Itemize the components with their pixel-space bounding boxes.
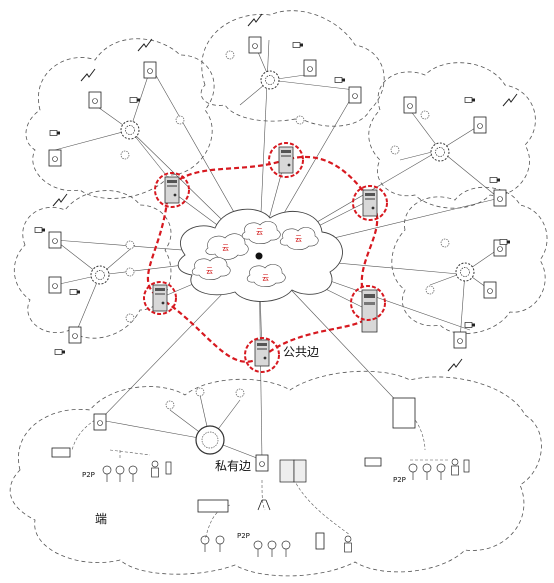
core-hub-dot: [255, 252, 263, 260]
cloud-labels: 云 云 云 云 云: [206, 228, 302, 282]
sub-clouds: [191, 221, 319, 287]
svg-text:云: 云: [256, 228, 263, 236]
public-edge-label: 公共边: [283, 345, 319, 359]
edge-server: [244, 337, 280, 373]
region-clouds: [9, 10, 548, 577]
region-cloud-left: [13, 190, 172, 339]
edge-server: [352, 185, 388, 221]
dashed-links: [71, 409, 450, 541]
edge-server: [154, 172, 190, 208]
edge-server: [268, 142, 304, 178]
edge-servers: [143, 142, 388, 373]
svg-text:云: 云: [222, 244, 229, 252]
region-cloud-top: [200, 10, 385, 127]
p2p-label-middle: P2P: [237, 532, 250, 540]
terminal-label: 端: [95, 512, 107, 526]
region-cloud-bottom: [9, 370, 542, 577]
region-hub-nodes: [90, 70, 475, 455]
terminal-devices: [51, 397, 470, 558]
edge-server: [350, 285, 386, 333]
svg-text:云: 云: [295, 235, 302, 243]
region-cloud-right-top: [368, 62, 536, 209]
svg-text:云: 云: [206, 267, 213, 275]
wireless-links: [52, 13, 518, 372]
private-edge-hub: [195, 425, 225, 455]
p2p-label-right: P2P: [393, 476, 406, 484]
camera-devices: [34, 42, 511, 355]
region-cloud-top-left: [25, 38, 215, 199]
edge-server: [143, 281, 177, 315]
private-edge-label: 私有边: [215, 459, 251, 473]
region-cloud-right: [391, 186, 548, 334]
p2p-label-left: P2P: [82, 471, 95, 479]
svg-text:云: 云: [262, 274, 269, 282]
